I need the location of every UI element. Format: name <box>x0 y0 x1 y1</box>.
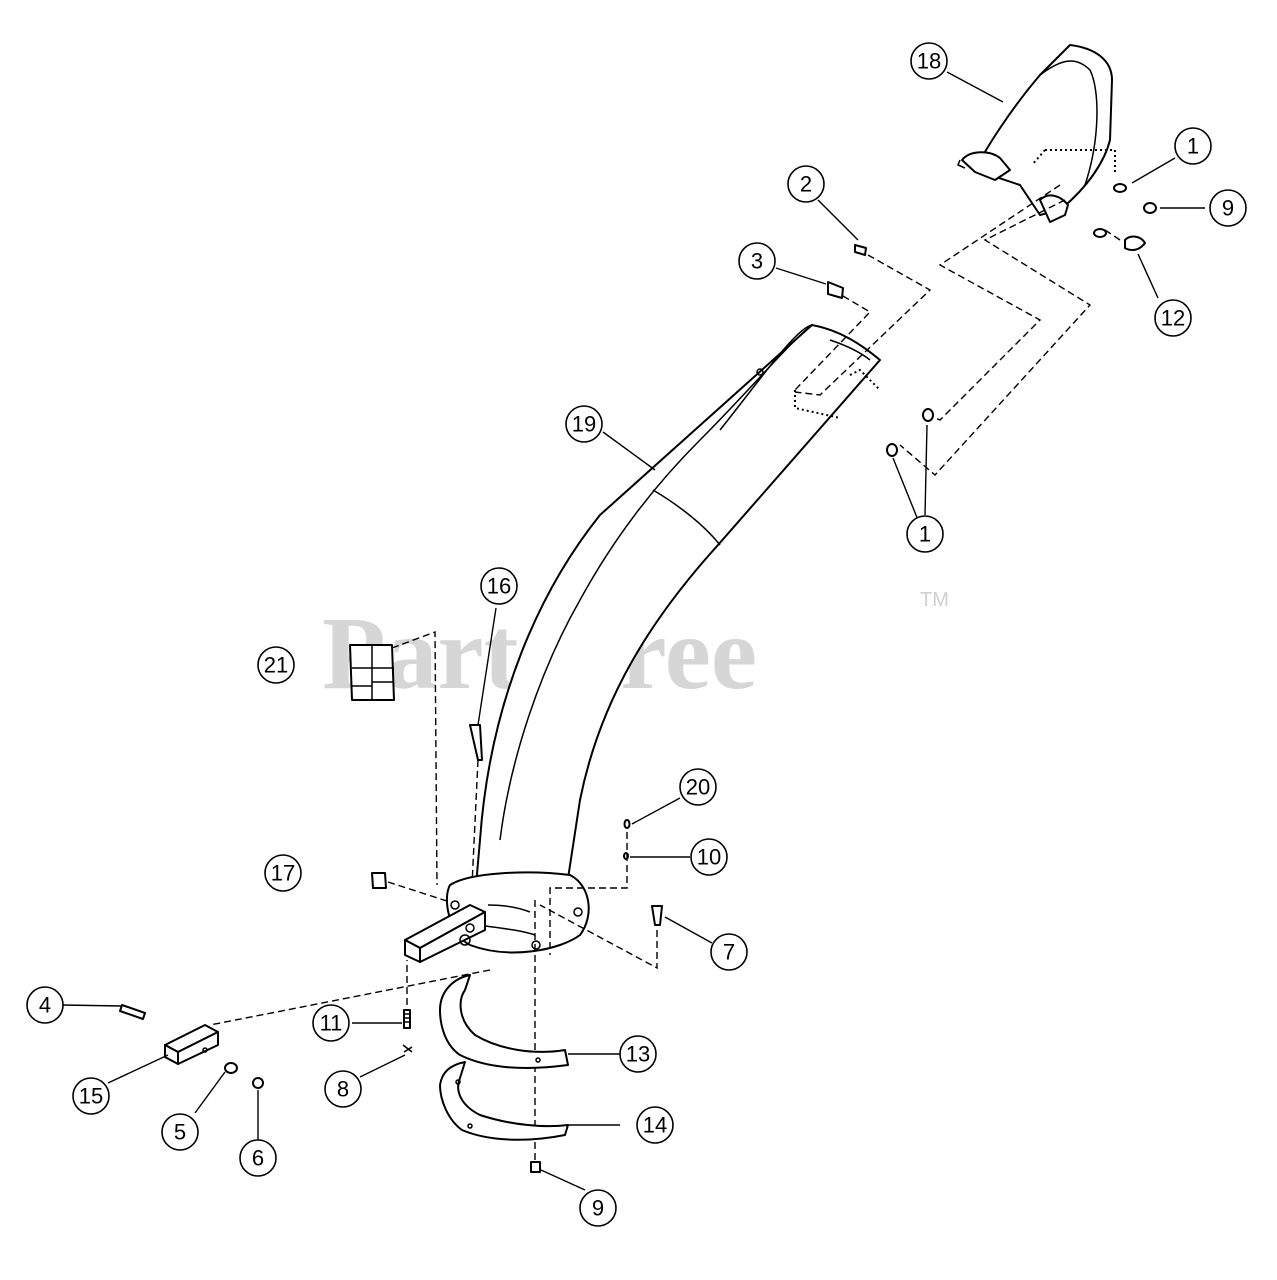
svg-text:7: 7 <box>723 940 735 965</box>
callout-9-bottom: 9 <box>579 1189 617 1227</box>
svg-text:16: 16 <box>487 574 511 599</box>
watermark-trademark: TM <box>920 589 949 611</box>
assembly-lines-upper <box>794 149 1121 476</box>
svg-text:20: 20 <box>686 775 710 800</box>
svg-text:9: 9 <box>592 1196 604 1221</box>
callout-1-top: 1 <box>1174 127 1212 165</box>
callout-11: 11 <box>312 1004 350 1042</box>
clamp <box>119 1004 264 1089</box>
callout-10: 10 <box>690 838 728 876</box>
callout-19: 19 <box>565 405 603 443</box>
svg-text:4: 4 <box>39 993 51 1018</box>
callout-14: 14 <box>636 1106 674 1144</box>
ring-plate-lower <box>439 1061 569 1141</box>
callout-16: 16 <box>480 567 518 605</box>
warning-label <box>349 630 438 886</box>
callout-12: 12 <box>1154 299 1192 337</box>
chute-tube <box>475 324 881 886</box>
svg-text:10: 10 <box>697 845 721 870</box>
svg-text:18: 18 <box>917 49 941 74</box>
svg-text:8: 8 <box>337 1077 349 1102</box>
svg-text:12: 12 <box>1161 306 1185 331</box>
hardware-upper <box>827 183 1157 457</box>
callout-20: 20 <box>679 768 717 806</box>
assembly-lines-center <box>209 900 536 1162</box>
svg-text:15: 15 <box>79 1084 103 1109</box>
svg-text:21: 21 <box>264 653 288 678</box>
svg-text:1: 1 <box>919 522 931 547</box>
pin <box>469 724 483 886</box>
callout-2: 2 <box>787 165 825 203</box>
callout-17: 17 <box>264 854 302 892</box>
callout-21: 21 <box>257 646 295 684</box>
callout-5: 5 <box>161 1113 199 1151</box>
svg-text:3: 3 <box>751 249 763 274</box>
clip-and-spring <box>549 819 631 955</box>
spring-and-pin <box>402 960 413 1053</box>
leader-lines <box>61 71 1205 1191</box>
svg-text:17: 17 <box>271 861 295 886</box>
svg-text:13: 13 <box>626 1042 650 1067</box>
ring-plate-upper <box>439 974 569 1069</box>
callout-15: 15 <box>72 1077 110 1115</box>
callout-4: 4 <box>26 986 64 1024</box>
deflector <box>957 44 1113 223</box>
svg-text:5: 5 <box>174 1120 186 1145</box>
callout-13: 13 <box>619 1035 657 1073</box>
svg-text:9: 9 <box>1222 196 1234 221</box>
callout-6: 6 <box>239 1139 277 1177</box>
callout-7: 7 <box>710 933 748 971</box>
screw <box>539 904 663 970</box>
svg-text:11: 11 <box>320 1011 343 1036</box>
callout-18: 18 <box>910 42 948 80</box>
svg-text:1: 1 <box>1187 134 1199 159</box>
mount-bracket <box>371 872 486 963</box>
callout-9-top: 9 <box>1209 189 1247 227</box>
svg-text:14: 14 <box>643 1113 667 1138</box>
svg-text:19: 19 <box>572 412 596 437</box>
svg-text:6: 6 <box>252 1146 264 1171</box>
callouts: 18 1 9 12 2 3 19 1 16 21 20 10 17 7 4 11… <box>26 42 1247 1227</box>
callout-8: 8 <box>324 1070 362 1108</box>
callout-1-mid: 1 <box>906 515 944 553</box>
svg-text:2: 2 <box>800 172 812 197</box>
nut-bottom <box>530 1161 541 1173</box>
callout-3: 3 <box>738 242 776 280</box>
